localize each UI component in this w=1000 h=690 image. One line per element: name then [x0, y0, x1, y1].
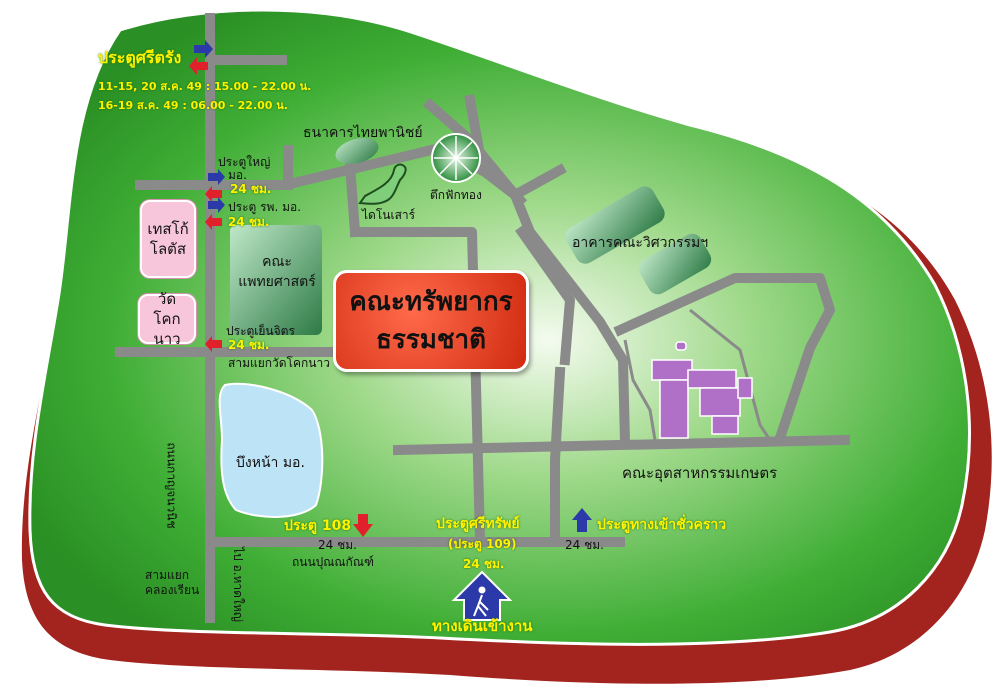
title-line-2: ธรรมชาติ — [375, 325, 487, 355]
building-engineering-1 — [565, 186, 665, 264]
junction-kokenao-label: สามแยกวัดโคกนาว — [228, 356, 330, 370]
title-line-1: คณะทรัพยากร — [349, 287, 513, 317]
junction-khlongrian-label-2: คลองเรียน — [145, 583, 200, 597]
arrow-out-icon — [205, 214, 222, 230]
dinosaur-icon — [358, 163, 407, 205]
gate-srisap-label-1: ประตูศรีทรัพย์ — [436, 516, 520, 532]
walker-icon — [451, 570, 513, 621]
medicine-label: คณะ แพทยศาสตร์ — [232, 250, 322, 294]
arrow-in-icon — [208, 169, 225, 185]
medicine-line-1: คณะ — [262, 254, 292, 270]
engineering-label: อาคารคณะวิศวกรรมฯ — [572, 235, 709, 251]
road-karnjanawanit-label: ถนนกาญจนวนิช — [164, 442, 179, 529]
gate-sritrang-label: ประตูศรีตรัง — [98, 48, 182, 67]
road-to-hatyai-label: ไป อ.หาดใหญ่ — [230, 547, 245, 622]
gate-yenjit-hours: 24 ชม. — [228, 338, 270, 352]
gate-main-label-1: ประตูใหญ่ — [218, 155, 271, 169]
gate-108-hours: 24 ชม. — [318, 538, 357, 552]
gate-hospital-label: ประตู รพ. มอ. — [228, 200, 302, 214]
building-engineering-2 — [638, 233, 712, 295]
arrow-out-icon — [189, 57, 208, 75]
walkway-label: ทางเดินเข้างาน — [432, 617, 533, 635]
gate-main-label-2: มอ. — [228, 168, 247, 182]
gate-chuakhrao-hours: 24 ชม. — [565, 538, 604, 552]
tesco-line-2: โลตัส — [149, 240, 187, 258]
gate-hospital-hours: 24 ชม. — [228, 215, 270, 229]
building-bank — [335, 138, 379, 164]
building-medicine — [230, 225, 322, 335]
arrow-in-icon — [208, 197, 225, 213]
title-natural-resources: คณะทรัพยากร ธรรมชาติ — [333, 270, 529, 372]
gate-108-label: ประตู 108 — [284, 518, 352, 534]
wat-line-2: โคกนาว — [153, 310, 181, 348]
arrow-out-icon — [205, 186, 222, 202]
dinosaur-label: ไดโนเสาร์ — [362, 208, 416, 222]
tesco-lotus-box: เทสโก้ โลตัส — [140, 200, 196, 278]
arrow-in-icon — [194, 40, 213, 58]
junction-khlongrian-label-1: สามแยก — [145, 568, 190, 582]
road-network — [115, 13, 851, 623]
gate-sritrang-hours-2: 16-19 ส.ค. 49 : 06.00 - 22.00 น. — [98, 99, 288, 112]
wat-line-1: วัด — [157, 290, 177, 308]
building-phakthong-label: ตึกฟักทอง — [430, 188, 482, 202]
agro-industry-label: คณะอุตสาหกรรมเกษตร — [622, 464, 778, 482]
lake-label: บึงหน้า มอ. — [236, 455, 305, 471]
gate-yenjit-label: ประตูเย็นจิตร — [226, 324, 295, 338]
gate-srisap-hours: 24 ชม. — [463, 557, 505, 571]
arrow-out-icon — [353, 514, 373, 537]
gate-main-hours: 24 ชม. — [230, 182, 272, 196]
gate-srisap-label-2: (ประตู 109) — [448, 537, 517, 551]
bank-label: ธนาคารไทยพานิชย์ — [303, 125, 423, 141]
lake — [218, 382, 324, 518]
arrow-in-icon — [572, 508, 592, 532]
road-punnakan-label: ถนนปุณณกัณฑ์ — [292, 555, 374, 569]
tesco-line-1: เทสโก้ — [147, 220, 189, 238]
gate-arrows — [189, 40, 592, 537]
tree-icon — [431, 133, 481, 183]
building-agro-industry — [651, 341, 753, 439]
gate-sritrang-hours-1: 11-15, 20 ส.ค. 49 : 15.00 - 22.00 น. — [98, 80, 312, 93]
arrow-out-icon — [205, 336, 222, 352]
gate-chuakhrao-label: ประตูทางเข้าชั่วคราว — [597, 517, 727, 533]
medicine-line-2: แพทยศาสตร์ — [238, 274, 316, 290]
wat-kokenao-box: วัด โคกนาว — [138, 290, 196, 348]
